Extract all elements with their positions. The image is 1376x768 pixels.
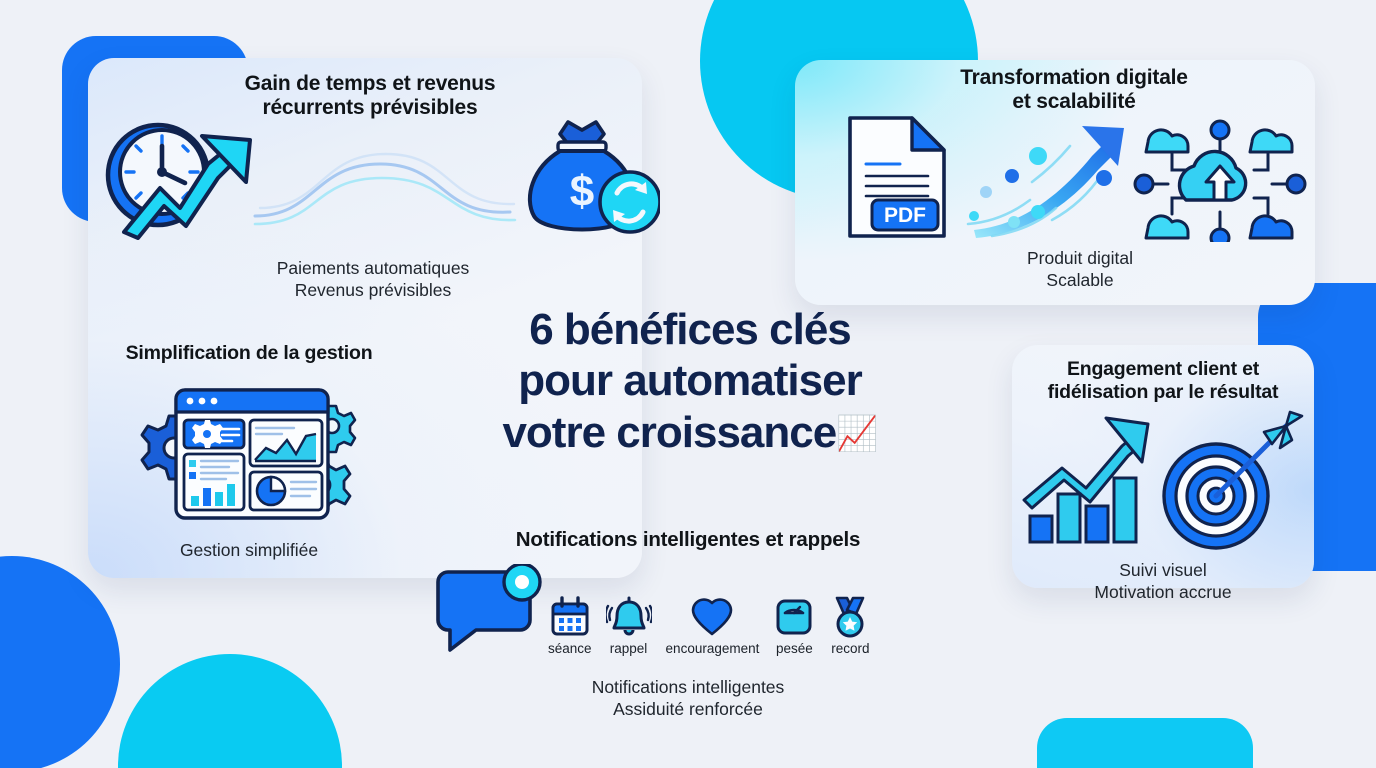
- page-title: 6 bénéfices clés pour automatiser votre …: [502, 305, 878, 457]
- panel-notifications: Notifications intelligentes et rappels: [430, 528, 946, 552]
- time-revenue-illustration: $: [105, 120, 660, 240]
- recycle-icon: [598, 170, 660, 234]
- svg-text:$: $: [570, 167, 594, 216]
- notif-item-rappel[interactable]: rappel: [605, 596, 652, 656]
- pdf-document-icon: PDF: [848, 116, 946, 238]
- panel-engagement: Engagement client et fidélisation par le…: [1010, 358, 1316, 602]
- heart-icon: [692, 598, 733, 636]
- medal-icon: [836, 596, 865, 638]
- cloud-network-icon: [1133, 119, 1307, 242]
- panel-digital-caption: Produit digital Scalable: [1026, 248, 1134, 290]
- notif-label-record: record: [831, 641, 870, 656]
- notif-item-record[interactable]: record: [829, 596, 871, 656]
- wave-connector: [253, 152, 517, 226]
- panel-digital-transformation: Transformation digitale et scalabilité P…: [848, 66, 1307, 290]
- notif-item-encouragement[interactable]: encouragement: [665, 596, 760, 656]
- notif-item-pesee[interactable]: pesée: [773, 596, 815, 656]
- panel-management-caption: Gestion simplifiée: [179, 540, 319, 560]
- panel-notifications-title: Notifications intelligentes et rappels: [515, 528, 861, 551]
- deco-rounded-rect-bottom-right: [1037, 718, 1253, 768]
- notif-label-pesee: pesée: [775, 641, 813, 656]
- notif-label-encouragement: encouragement: [665, 641, 760, 656]
- panel-digital-title: Transformation digitale et scalabilité: [960, 66, 1188, 114]
- calendar-icon: [551, 596, 589, 636]
- card-bottom-right: [1012, 345, 1314, 588]
- engagement-illustration: [1022, 410, 1304, 550]
- chat-bubble-icon: [436, 564, 542, 652]
- panel-notifications-caption: Notifications intelligentes Assiduité re…: [591, 677, 785, 720]
- notif-label-rappel: rappel: [609, 641, 648, 656]
- scale-icon: [776, 599, 812, 635]
- chart-increasing-icon: 📈: [836, 414, 878, 453]
- settings-gear-icon: [192, 420, 223, 448]
- deco-circle-bottom: [118, 654, 342, 768]
- digital-illustration: PDF: [848, 116, 1307, 242]
- panel-time-revenue: Gain de temps et revenus récurrents prév…: [105, 72, 660, 300]
- pie-chart-icon: [255, 475, 287, 507]
- bar-chart-arrow-icon: [1022, 416, 1150, 544]
- bell-icon: [605, 596, 652, 636]
- panel-time-revenue-caption: Paiements automatiques Revenus prévisibl…: [276, 258, 470, 300]
- deco-circle-left: [0, 556, 120, 768]
- dashboard-illustration: [140, 388, 357, 520]
- notification-icon-row: séance rappel encouragement: [432, 564, 944, 656]
- notif-label-seance: séance: [548, 641, 592, 656]
- panel-engagement-title: Engagement client et fidélisation par le…: [1047, 358, 1279, 403]
- target-dartboard-icon: [1162, 410, 1304, 550]
- panel-management: Simplification de la gestion: [86, 342, 412, 560]
- panel-engagement-caption: Suivi visuel Motivation accrue: [1094, 560, 1232, 602]
- growth-arrow-icon: [122, 134, 252, 240]
- notif-item-seance[interactable]: séance: [548, 596, 592, 656]
- notification-items: séance rappel encouragement: [548, 596, 871, 656]
- panel-time-revenue-title: Gain de temps et revenus récurrents prév…: [244, 72, 496, 120]
- svg-text:PDF: PDF: [884, 204, 926, 227]
- panel-management-title: Simplification de la gestion: [125, 342, 373, 364]
- rising-arrow-icon: [966, 126, 1124, 238]
